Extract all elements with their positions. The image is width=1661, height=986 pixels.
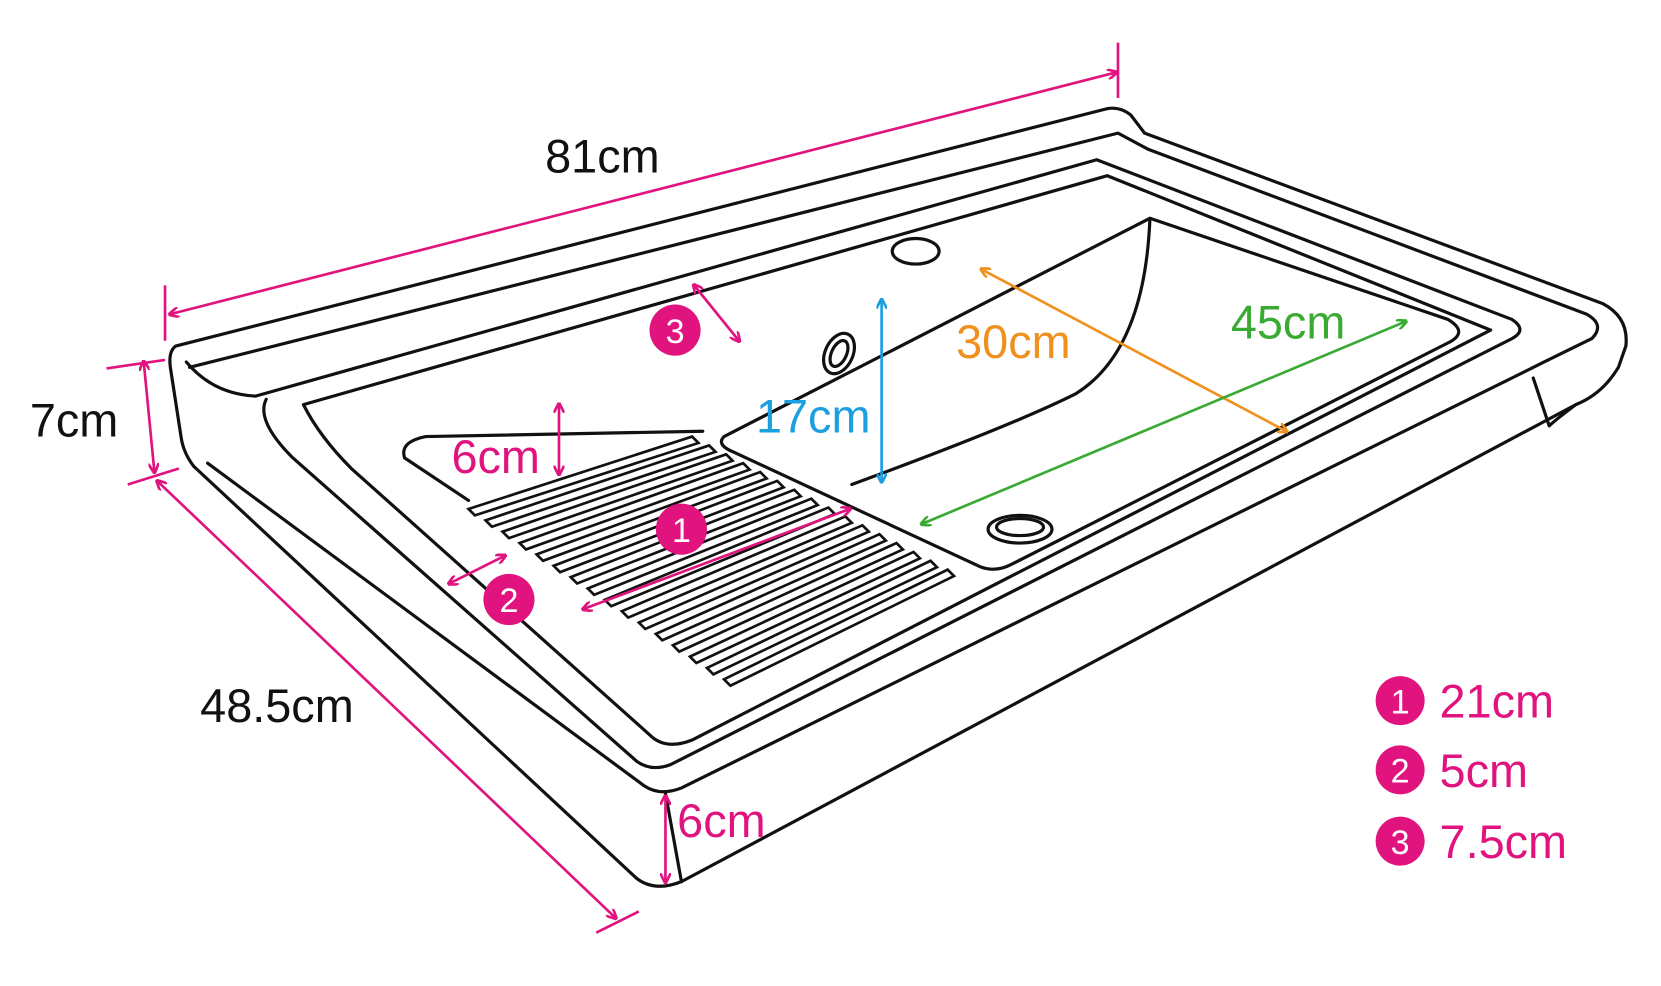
svg-text:21cm: 21cm <box>1440 676 1555 728</box>
rim-height-arrow <box>144 362 155 472</box>
depth-arrow <box>158 481 616 918</box>
svg-text:3: 3 <box>1391 824 1410 862</box>
washboard-rib <box>670 541 906 654</box>
overflow-hole <box>821 331 857 376</box>
rim-height-label: 7cm <box>30 395 118 447</box>
legend: 1 21cm 2 5cm 3 7.5cm <box>1375 676 1568 868</box>
sink-outline <box>168 106 1628 888</box>
basin-width-label: 30cm <box>956 316 1071 368</box>
rib-length-arrow <box>583 509 849 609</box>
marker-1: 1 <box>655 503 707 555</box>
width-label: 81cm <box>545 131 660 183</box>
back-rim-arrow <box>694 285 739 340</box>
legend-item-1: 1 21cm <box>1375 676 1555 728</box>
svg-text:2: 2 <box>1391 753 1410 791</box>
depth-label: 48.5cm <box>200 680 354 732</box>
svg-text:3: 3 <box>666 313 685 351</box>
step-label: 6cm <box>451 431 539 483</box>
drain-hole-inner <box>995 516 1046 538</box>
svg-text:7.5cm: 7.5cm <box>1440 816 1568 868</box>
front-height-label: 6cm <box>677 795 765 847</box>
marker-2: 2 <box>483 573 535 626</box>
svg-text:1: 1 <box>1391 683 1410 721</box>
basin-length-label: 45cm <box>1231 297 1346 349</box>
basin-length-arrow <box>922 322 1405 524</box>
washboard-rib <box>704 559 940 676</box>
width-arrow <box>170 72 1115 314</box>
washboard-rib <box>721 568 957 688</box>
dimension-arrows <box>106 42 1405 934</box>
basin <box>402 216 1461 571</box>
legend-item-3: 3 7.5cm <box>1375 816 1568 868</box>
edge-arrow <box>449 556 504 584</box>
svg-text:1: 1 <box>672 512 691 550</box>
legend-item-2: 2 5cm <box>1375 745 1528 797</box>
tap-hole <box>890 236 941 266</box>
marker-3: 3 <box>649 304 701 356</box>
basin-depth-label: 17cm <box>756 390 871 442</box>
svg-text:2: 2 <box>499 582 518 620</box>
svg-text:5cm: 5cm <box>1440 745 1528 797</box>
washboard-rib <box>585 497 821 597</box>
